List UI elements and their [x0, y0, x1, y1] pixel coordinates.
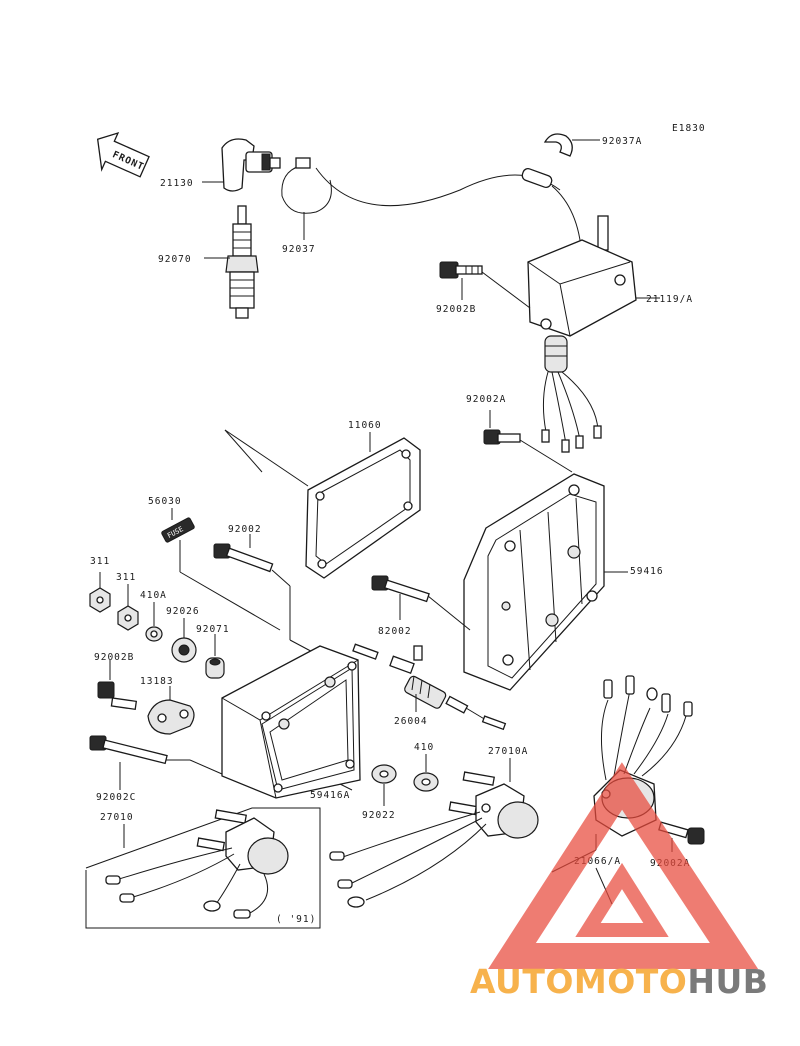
label-26004: 26004: [394, 716, 428, 727]
label-82002B: 92002B: [436, 304, 476, 315]
label-92026: 92026: [166, 606, 200, 617]
label-92022: 92022: [362, 810, 396, 821]
bolt-92002: [213, 543, 274, 573]
bolt-92002C: [89, 735, 168, 765]
watermark: AUTOMOTOHUB: [470, 762, 768, 1001]
bolt-92002A: [483, 429, 521, 445]
nut-2: [117, 605, 139, 631]
label-92002: 92002: [228, 524, 262, 535]
inset-box: [85, 807, 321, 929]
grommet-92071: [205, 657, 225, 679]
bolt-92002A-lower: [658, 821, 705, 845]
label-92037A: 92037A: [602, 136, 642, 147]
bolt-92002B-lower: [97, 681, 138, 711]
spark-plug-cap: [221, 138, 281, 192]
label-21119A: 21119/A: [646, 294, 693, 305]
label-92002C: 92002C: [96, 792, 136, 803]
spark-plug: [225, 205, 259, 319]
label-82002: 82002: [378, 626, 412, 637]
fuse-holder: [352, 643, 507, 731]
label-13183: 13183: [140, 676, 174, 687]
label-59416: 59416: [630, 566, 664, 577]
starter-relay-27010A: [329, 771, 539, 908]
electric-cover: [463, 473, 605, 691]
watermark-text-part1: AUTOMOTO: [470, 962, 687, 1001]
label-27010: 27010: [100, 812, 134, 823]
watermark-triangle-icon: [488, 762, 759, 969]
label-410A: 410A: [140, 590, 167, 601]
bolt-top: [439, 261, 483, 279]
label-92002B-lower: 92002B: [94, 652, 134, 663]
fuse: FUSE: [161, 517, 195, 543]
cdi-unit: [521, 167, 637, 453]
label-311-a: 311: [90, 556, 110, 567]
label-21130: 21130: [160, 178, 194, 189]
label-92037: 92037: [282, 244, 316, 255]
label-11060: 11060: [348, 420, 382, 431]
label-21066A: 21066/A: [574, 856, 621, 867]
diagram-code: E1830: [672, 123, 706, 134]
label-92071: 92071: [196, 624, 230, 635]
bracket-13183: [147, 699, 195, 735]
label-56030: 56030: [148, 496, 182, 507]
label-27010A: 27010A: [488, 746, 528, 757]
electric-box: [221, 645, 361, 799]
label-59416A: 59416A: [310, 790, 350, 801]
front-arrow-icon: FRONT: [96, 131, 150, 178]
label-92002A-top: 92002A: [466, 394, 506, 405]
washer-410A: [145, 626, 163, 642]
grommet-92026: [171, 637, 197, 663]
label-92070: 92070: [158, 254, 192, 265]
gasket: [305, 437, 421, 579]
starter-relay-27010: [105, 809, 289, 919]
label-311-b: 311: [116, 572, 136, 583]
clamp: [543, 133, 573, 157]
watermark-text-part2: HUB: [687, 962, 768, 1001]
nut-1: [89, 587, 111, 613]
year-note: ( '91): [276, 914, 316, 925]
washer-92022: [371, 764, 397, 784]
watermark-text: AUTOMOTOHUB: [470, 962, 768, 1001]
label-410: 410: [414, 742, 434, 753]
wire-clip: [281, 157, 332, 214]
bolt-82002: [371, 575, 430, 603]
washer-410: [413, 772, 439, 792]
